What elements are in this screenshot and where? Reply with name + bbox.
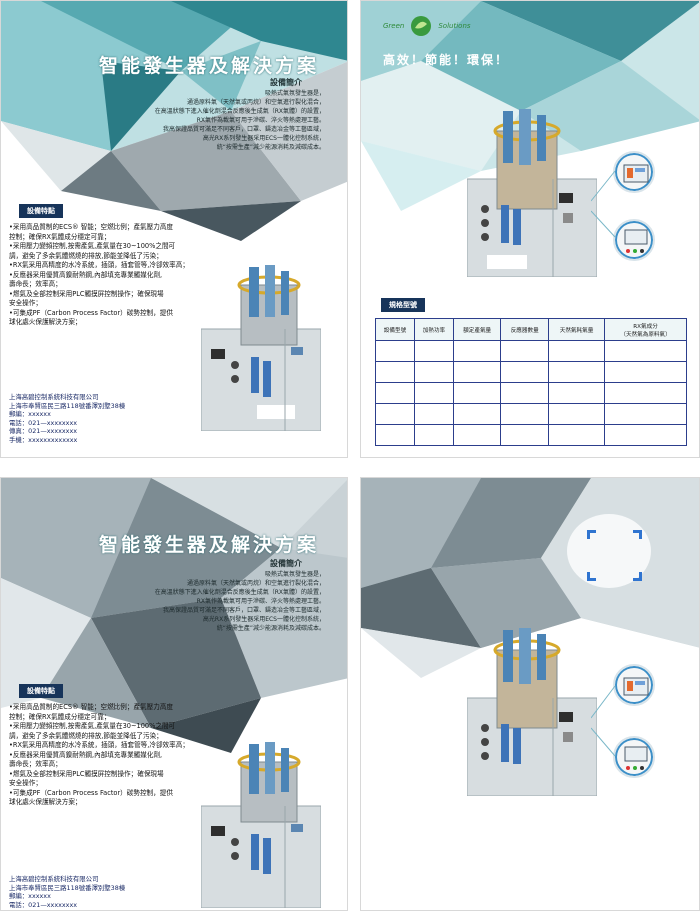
generator-machine-image [467,109,597,277]
intro-heading: 設備簡介 [270,559,302,568]
teal-polygon-background [1,1,347,241]
touchscreen-detail-icon [613,664,655,706]
intro-text: 吸熱式氣氛發生器是， 通過原料氣（天然氣或丙烷）和空氣進行裂化混合， 在高溫狀態… [155,570,325,633]
brochure-page-front-variant: 智能發生器及解決方案 設備簡介 吸熱式氣氛發生器是， 通過原料氣（天然氣或丙烷）… [0,477,348,911]
focus-corner-icon [633,530,642,539]
feature-line: 控制；確保RX氣體成分穩定可靠； [9,712,111,721]
intro-line: 我高保證品質可滿足不同客戶，口罩、鑄造冶金等工藝區域， [162,126,325,133]
generator-machine-image [201,742,321,908]
spec-table: 設備型號 加熱功率 額定產氣量 反應器數量 天然氣耗氣量 RX氣成分 （天然氣為… [375,318,687,446]
spec-col-model: 設備型號 [375,318,415,341]
spec-col-capacity: 額定產氣量 [452,318,502,341]
feature-line: 安全操作； [9,299,42,307]
company-info: 上海高碧控制系統科技有限公司 上海市奉賢區民三路118號番澤別墅38棟 郵編：x… [9,393,125,445]
company-address: 上海市奉賢區民三路118號番澤別墅38棟 [9,883,126,892]
features-list: •采用高品質制的ECS® 智能；空燃比例；產氣壓力高度 控制；確保RX氣體成分穩… [9,223,259,328]
spec-col-reactors: 反應器數量 [500,318,549,341]
control-panel-detail-icon [613,736,655,778]
connector-lines [591,685,616,757]
intro-text: 吸熱式氣氛發生器是， 通過原料氣（天然氣或丙烷）和空氣進行裂化混合， 在高溫狀態… [155,89,325,152]
feature-line: •RX氣采用高精度的水冷系統，插頭，插套管等,冷卻效率高； [9,261,189,269]
feature-line: •燃氣及全部控制采用PLC觸摸屏控制操作；確保現場 [9,769,164,778]
spec-col-rx-composition: RX氣成分 （天然氣為原料氣） [604,318,687,341]
brochure-page-front: 智能發生器及解決方案 設備簡介 吸熱式氣氛發生器是， 通過原料氣（天然氣或丙烷）… [0,0,348,458]
focus-lens-graphic [567,514,651,588]
generator-machine-image [467,628,597,796]
feature-line: 調，避免了多余氣體燃燒的排放,節能並降低了污染； [9,731,163,740]
feature-line: •RX氣采用高精度的水冷系統，插頭，插套管等,冷卻效率高； [9,741,189,749]
focus-corner-icon [587,530,596,539]
feature-line: •反應器采用優質高鎳耐熱鋼,內部填充專業觸媒化劑, [9,270,163,279]
generator-machine-image [201,265,321,431]
brochure-title: 智能發生器及解決方案 [99,55,320,77]
intro-line: 通過原料氣（天然氣或丙烷）和空氣進行裂化混合， [186,99,325,106]
features-list: •采用高品質制的ECS® 智能；空燃比例；產氣壓力高度 控制；確保RX氣體成分穩… [9,703,259,808]
feature-line: •燃氣及全部控制采用PLC觸摸屏控制操作；確保現場 [9,289,164,298]
company-name: 上海高碧控制系統科技有限公司 [9,875,99,883]
grey-polygon-background [1,478,347,753]
company-phone: 電話：021—xxxxxxxx [9,900,78,909]
brochure-title: 智能發生器及解決方案 [99,534,320,556]
company-postcode: 郵編：xxxxxx [9,892,51,901]
slogan: 高效！節能！環保！ [383,53,510,67]
feature-line: 壽命長；效率高； [9,760,62,768]
connector-lines [591,170,616,238]
spec-table-header: 設備型號 加熱功率 額定產氣量 反應器數量 天然氣耗氣量 RX氣成分 （天然氣為… [375,318,687,341]
feature-line: 壽命長；效率高； [9,280,62,288]
feature-line: 安全操作； [9,779,42,787]
intro-line: 吸熱式氣氛發生器是， [264,571,325,578]
intro-line: 在高溫狀態下進入催化劑混合反應後生成氣（RX氣體）的設置， [154,589,325,596]
company-name: 上海高碧控制系統科技有限公司 [9,393,99,401]
intro-heading: 設備簡介 [270,78,302,87]
table-row [375,424,687,446]
table-row [375,403,687,425]
logo-text-right: Solutions [438,22,471,30]
intro-line: 在高溫狀態下進入催化劑混合反應後生成氣（RX氣體）的設置， [154,108,325,115]
features-label: 設備特點 [19,204,63,218]
table-row [375,340,687,362]
intro-line: 高光RX系列發生器采用ECS一體化控制系統， [202,616,325,623]
intro-line: 我高保證品質可滿足不同客戶，口罩、鑄造冶金等工藝區域， [162,607,325,614]
feature-line: 控制；確保RX氣體成分穩定可靠； [9,232,111,241]
intro-line: RX氣作為載氣可用于滲碳、淬火等熱處理工藝。 [196,117,325,124]
company-mobile: 手機：xxxxxxxxxxxxx [9,435,78,444]
feature-line: 球化處火保護解決方案； [9,798,82,806]
intro-line: 高光RX系列發生器采用ECS一體化控制系統， [202,135,325,142]
intro-line: 通過原料氣（天然氣或丙烷）和空氣進行裂化混合， [186,580,325,587]
feature-line: •采用高品質制的ECS® 智能；空燃比例；產氣壓力高度 [9,703,174,711]
company-address: 上海市奉賢區民三路118號番澤別墅38棟 [9,401,126,410]
company-postcode: 郵編：xxxxxx [9,410,51,419]
leaf-logo-icon [411,16,432,36]
company-phone: 電話：021—xxxxxxxx [9,418,78,427]
feature-line: •采用高品質制的ECS® 智能；空燃比例；產氣壓力高度 [9,223,174,231]
control-panel-detail-icon [613,219,655,261]
logo-text-left: Green [383,22,405,30]
teal-polygon-background [361,1,699,211]
intro-line: RX氣作為載氣可用于滲碳、淬火等熱處理工藝。 [196,598,325,605]
feature-line: •可集成PF（Carbon Process Factor）碳勢控制，提供 [9,788,173,797]
spec-col-gas-usage: 天然氣耗氣量 [547,318,606,341]
intro-line: 統“按需生產”減少能源消耗及減碳成本。 [216,144,325,151]
spec-col-power: 加熱功率 [413,318,454,341]
feature-line: 球化處火保護解決方案； [9,318,82,326]
feature-line: •反應器采用優質高鎳耐熱鋼,內部填充專業觸媒化劑, [9,750,163,759]
intro-line: 吸熱式氣氛發生器是， [264,90,325,97]
intro-line: 統“按需生產”減少能源消耗及減碳成本。 [216,625,325,632]
company-info: 上海高碧控制系統科技有限公司 上海市奉賢區民三路118號番澤別墅38棟 郵編：x… [9,875,125,909]
brochure-page-product: Green Solutions 高效！節能！環保！ [360,0,700,458]
table-row [375,382,687,404]
feature-line: •可集成PF（Carbon Process Factor）碳勢控制，提供 [9,308,173,317]
feature-line: •采用壓力變頻控制,按需產氣,產氣量在30~100%之間可 [9,242,176,250]
feature-line: 調，避免了多余氣體燃燒的排放,節能並降低了污染； [9,251,163,260]
focus-corner-icon [633,572,642,581]
feature-line: •采用壓力變頻控制,按需產氣,產氣量在30~100%之間可 [9,722,176,730]
company-fax: 傳真：021—xxxxxxxx [9,427,78,436]
brand-logo: Green Solutions [383,15,471,37]
table-row [375,361,687,383]
features-label: 設備特點 [19,684,63,698]
focus-corner-icon [587,572,596,581]
brochure-page-product-variant [360,477,700,911]
spec-label: 規格型號 [381,298,425,312]
